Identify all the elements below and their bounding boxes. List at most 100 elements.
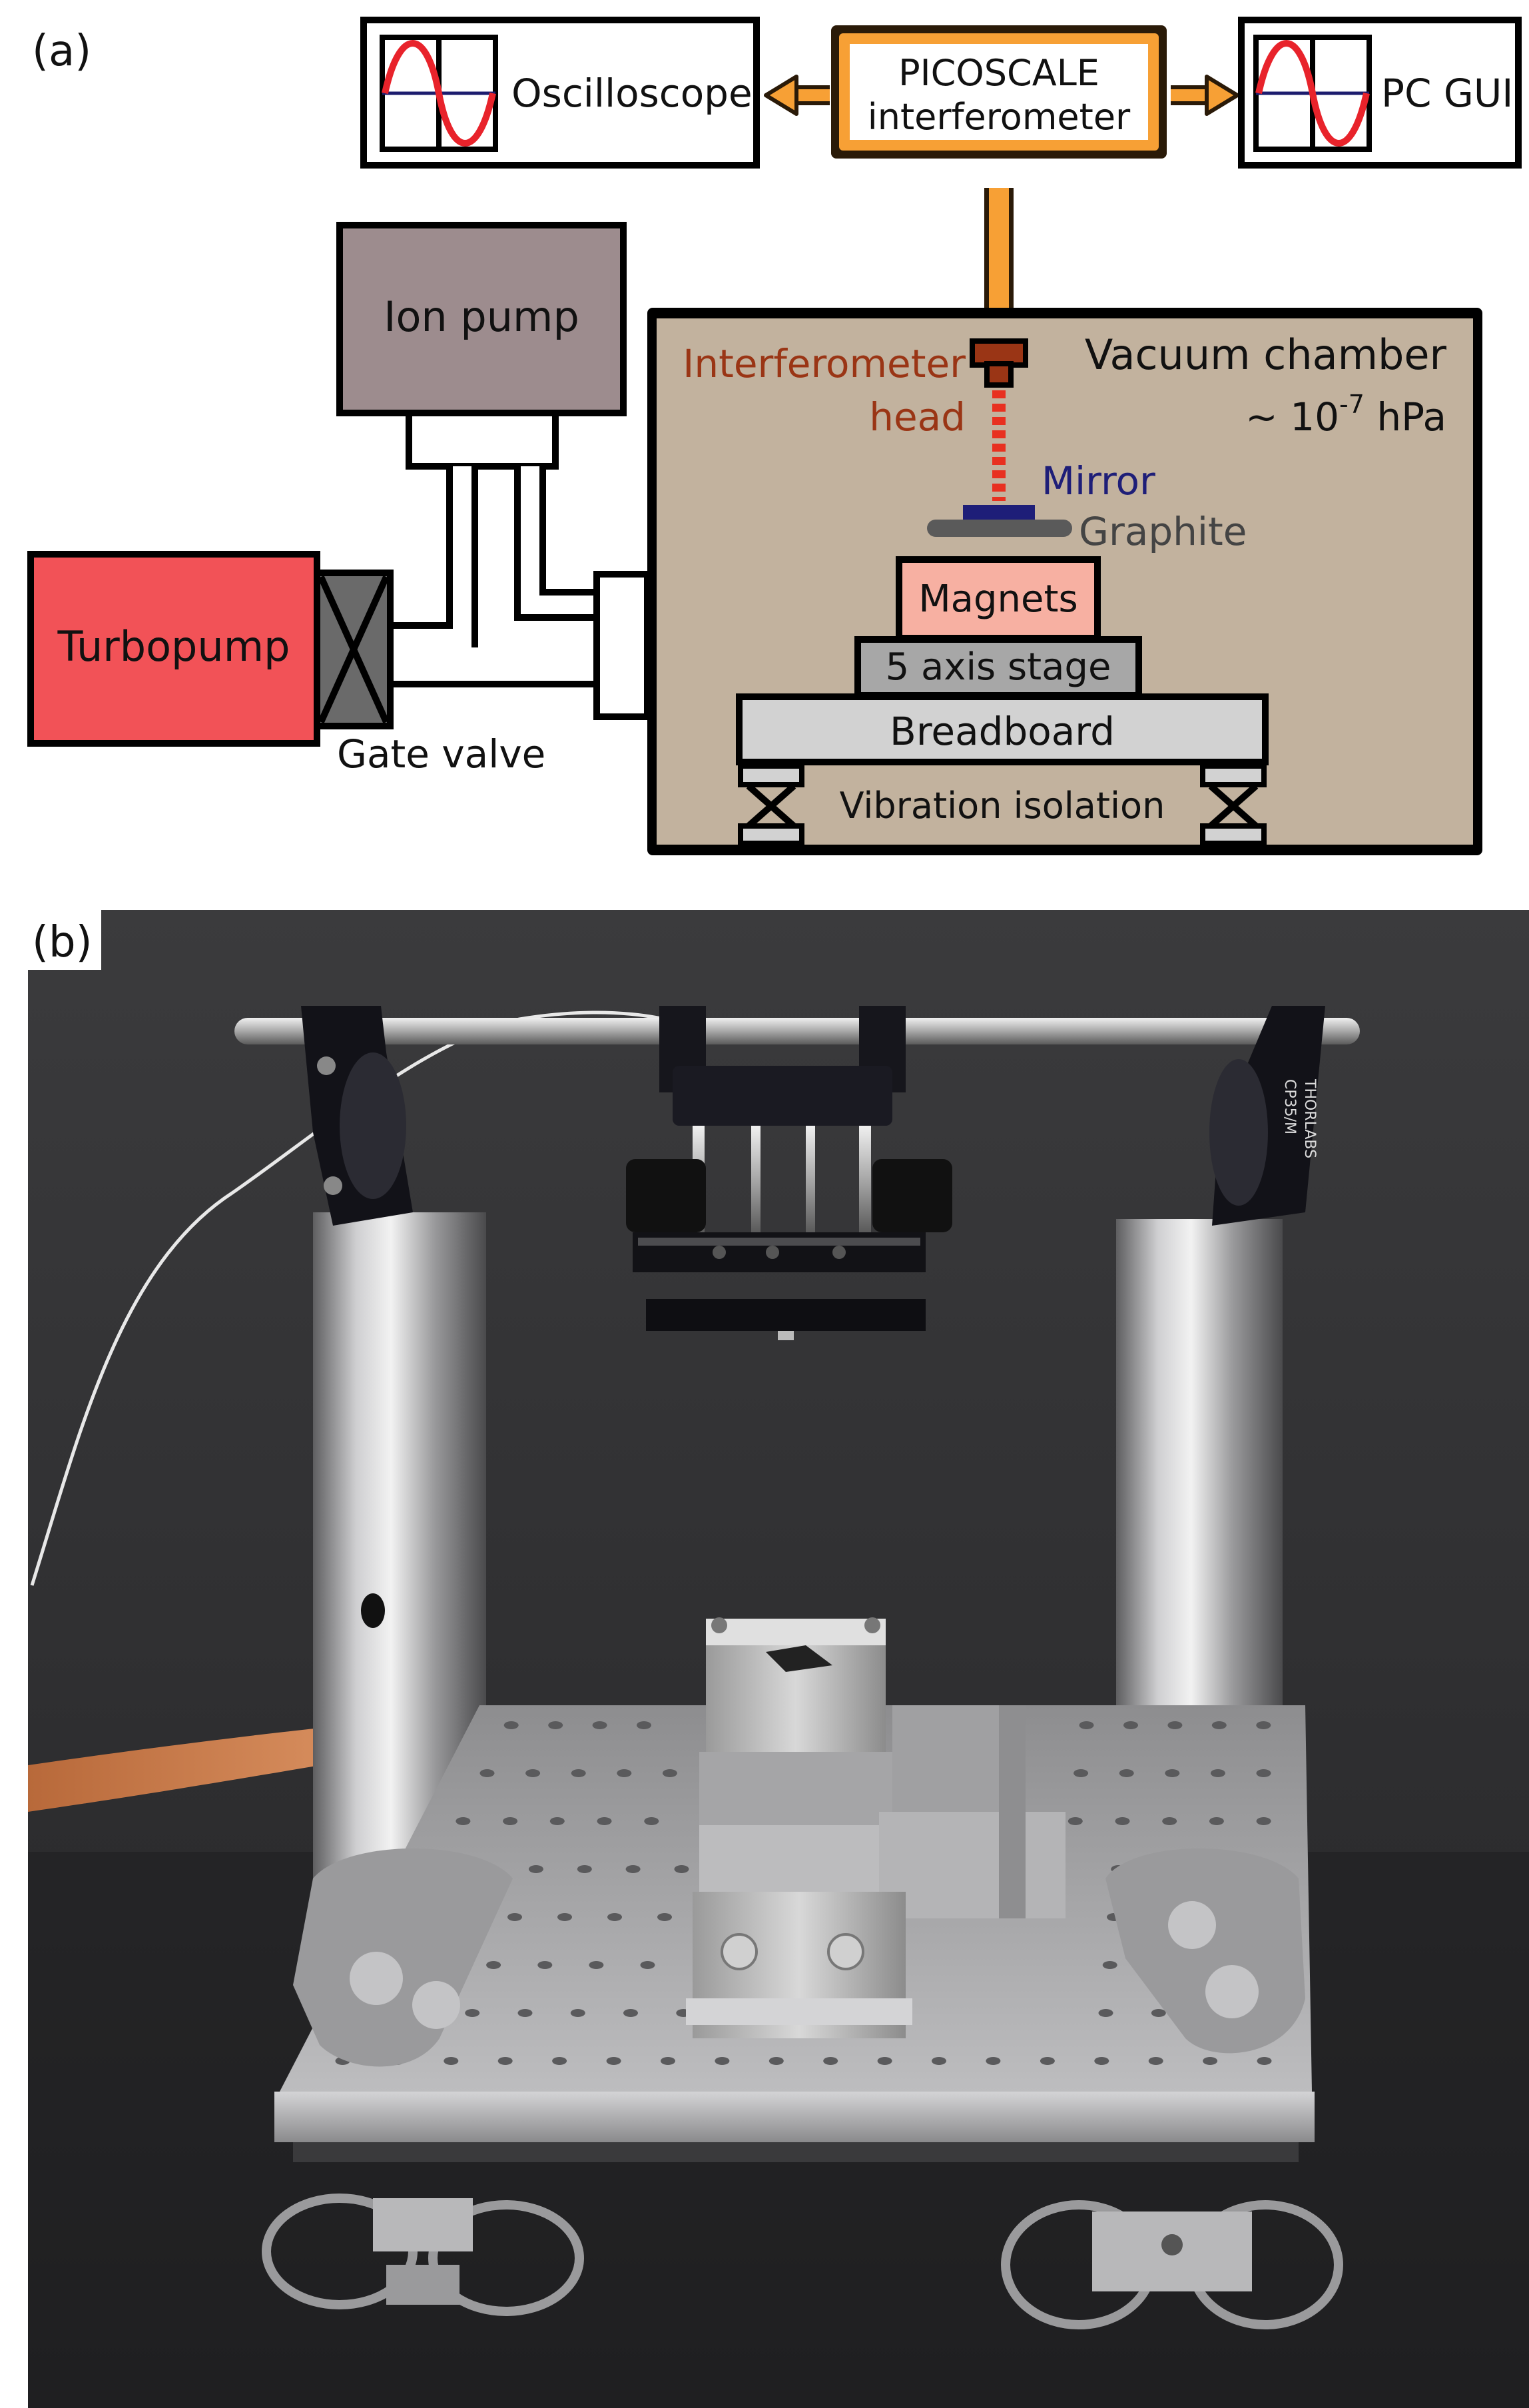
breadboard-hole bbox=[617, 1769, 632, 1777]
mirror-label: Mirror bbox=[1042, 458, 1155, 504]
interferometer-head bbox=[970, 338, 1028, 388]
setup-photograph: THORLABS CP35/M bbox=[28, 910, 1529, 2408]
breadboard-hole bbox=[715, 2057, 730, 2065]
picoscale-box: PICOSCALE interferometer bbox=[831, 25, 1167, 159]
gate-valve-icon bbox=[314, 570, 394, 729]
breadboard-hole bbox=[592, 1721, 607, 1729]
breadboard-hole bbox=[1119, 1769, 1134, 1777]
panel-b-label-bg bbox=[28, 910, 101, 970]
pc-gui-box: PC GUI bbox=[1238, 17, 1522, 169]
breadboard-hole bbox=[444, 2057, 459, 2065]
turbopump-label: Turbopump bbox=[57, 622, 290, 671]
breadboard-hole bbox=[1165, 1769, 1180, 1777]
breadboard-hole bbox=[1148, 2057, 1163, 2065]
chamber-pressure: ~ 10-7 hPa bbox=[1245, 390, 1446, 440]
breadboard-hole bbox=[571, 1769, 586, 1777]
breadboard-hole bbox=[517, 2009, 533, 2017]
thorlabs-engraving: THORLABS bbox=[1301, 1078, 1318, 1158]
breadboard-hole bbox=[1211, 1721, 1227, 1729]
mirror bbox=[963, 505, 1035, 520]
breadboard-hole bbox=[1068, 1817, 1083, 1825]
gate-valve-label: Gate valve bbox=[337, 731, 545, 777]
ribbon-cable bbox=[28, 1725, 360, 1812]
breadboard-hole bbox=[1102, 1961, 1117, 1969]
breadboard-hole bbox=[537, 1961, 553, 1969]
vibration-isolation-label: Vibration isolation bbox=[840, 785, 1165, 827]
breadboard-hole bbox=[479, 1769, 495, 1777]
picoscale-line1: PICOSCALE bbox=[898, 52, 1099, 94]
breadboard-hole bbox=[528, 1865, 543, 1873]
right-post-base bbox=[1105, 1848, 1305, 2054]
ion-pump-flange bbox=[406, 410, 559, 470]
breadboard-hole bbox=[1162, 1817, 1177, 1825]
breadboard-hole bbox=[877, 2057, 892, 2065]
cp35m-engraving: CP35/M bbox=[1281, 1079, 1298, 1134]
breadboard-hole bbox=[1094, 2057, 1109, 2065]
vacuum-chamber: Vacuum chamber ~ 10-7 hPa Interferometer… bbox=[647, 308, 1482, 855]
breadboard-hole bbox=[597, 1817, 612, 1825]
breadboard-hole bbox=[456, 1817, 471, 1825]
breadboard-hole bbox=[657, 1913, 672, 1921]
breadboard-hole bbox=[1256, 1721, 1271, 1729]
breadboard-hole bbox=[662, 1769, 677, 1777]
breadboard-hole bbox=[1256, 1817, 1271, 1825]
magnets-label: Magnets bbox=[918, 578, 1077, 621]
top-rod bbox=[234, 1018, 1360, 1044]
breadboard-hole bbox=[1073, 1769, 1089, 1777]
pc-gui-label: PC GUI bbox=[1381, 71, 1513, 116]
breadboard-hole bbox=[552, 2057, 567, 2065]
breadboard-hole bbox=[1123, 1721, 1138, 1729]
ion-pump: Ion pump bbox=[336, 222, 627, 416]
breadboard-hole bbox=[637, 1721, 651, 1729]
breadboard-hole bbox=[607, 1913, 622, 1921]
chamber-title: Vacuum chamber bbox=[1085, 330, 1447, 379]
breadboard-hole bbox=[549, 1817, 565, 1825]
oscilloscope-box: Oscilloscope bbox=[360, 17, 760, 169]
breadboard-hole bbox=[674, 1865, 689, 1873]
breadboard-hole bbox=[486, 1961, 501, 1969]
breadboard-hole bbox=[640, 1961, 655, 1969]
oscilloscope-sine-icon bbox=[380, 35, 498, 152]
breadboard-hole bbox=[525, 1769, 541, 1777]
breadboard-hole bbox=[606, 2057, 621, 2065]
breadboard-hole bbox=[503, 1721, 519, 1729]
breadboard-hole bbox=[768, 2057, 784, 2065]
turbopump: Turbopump bbox=[27, 551, 320, 747]
breadboard-hole bbox=[1203, 2057, 1218, 2065]
pc-gui-sine-icon bbox=[1253, 35, 1372, 152]
graphite bbox=[927, 520, 1072, 537]
ion-pump-label: Ion pump bbox=[384, 292, 579, 341]
breadboard-hole bbox=[577, 1865, 592, 1873]
right-post-clamp: THORLABS CP35/M bbox=[1209, 1006, 1325, 1226]
graphite-label: Graphite bbox=[1079, 509, 1247, 554]
chamber-flange bbox=[593, 571, 651, 720]
breadboard-hole bbox=[1167, 1721, 1183, 1729]
stage-label: 5 axis stage bbox=[886, 645, 1111, 689]
interferometer-head-line2: head bbox=[869, 394, 966, 440]
five-axis-stage bbox=[854, 636, 1142, 699]
breadboard-hole bbox=[503, 1817, 518, 1825]
breadboard-hole bbox=[1210, 1769, 1225, 1777]
breadboard-hole bbox=[548, 1721, 563, 1729]
photo-wire-rope-isolators bbox=[262, 2194, 1343, 2329]
picoscale-line2: interferometer bbox=[868, 96, 1131, 138]
left-post-base bbox=[293, 1848, 513, 2067]
breadboard-hole bbox=[1040, 2057, 1055, 2065]
vibration-isolator-right bbox=[1200, 763, 1267, 846]
breadboard-label: Breadboard bbox=[890, 709, 1115, 754]
breadboard-hole bbox=[823, 2057, 838, 2065]
breadboard-hole bbox=[589, 1961, 604, 1969]
breadboard-hole bbox=[507, 1913, 522, 1921]
left-post-clamp bbox=[301, 1006, 413, 1226]
panel-b-label: (b) bbox=[32, 918, 93, 967]
breadboard-hole bbox=[986, 2057, 1001, 2065]
breadboard-hole bbox=[1257, 2057, 1272, 2065]
breadboard-hole bbox=[623, 2009, 638, 2017]
breadboard-hole bbox=[570, 2009, 585, 2017]
interferometer-head-line1: Interferometer bbox=[683, 341, 966, 386]
pipework bbox=[390, 466, 599, 687]
breadboard-hole bbox=[557, 1913, 572, 1921]
vibration-isolator-left bbox=[738, 763, 804, 846]
breadboard-hole bbox=[497, 2057, 513, 2065]
